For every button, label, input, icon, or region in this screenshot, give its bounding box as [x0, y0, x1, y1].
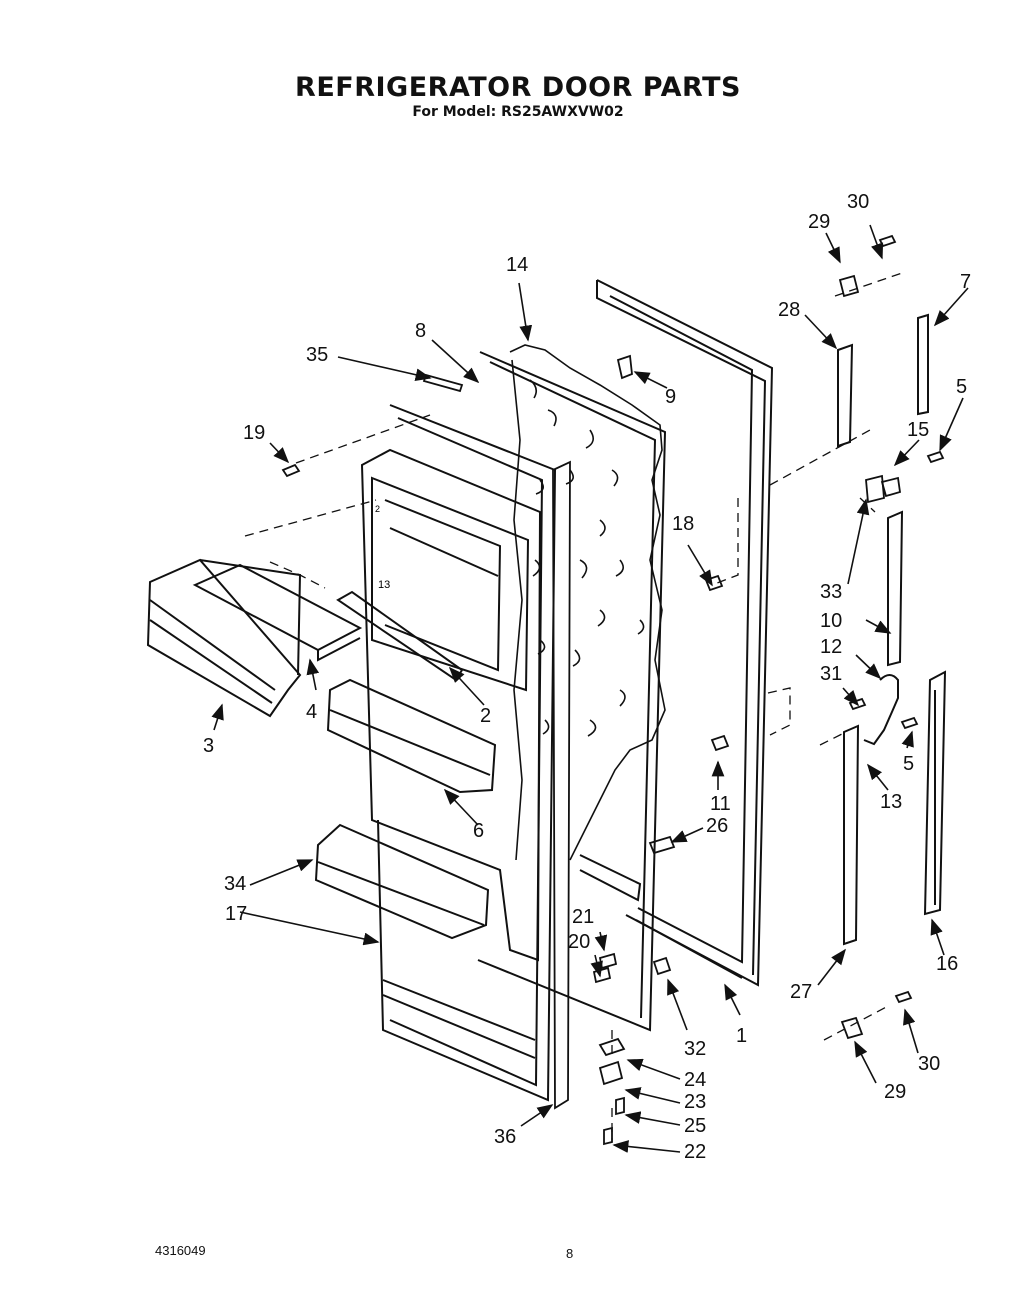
callout-2: 2	[480, 705, 491, 727]
callout-18: 18	[672, 513, 694, 535]
callout-29-lower: 29	[884, 1081, 906, 1103]
callout-27: 27	[790, 981, 812, 1003]
part-6-door-bin	[326, 678, 497, 794]
page-number: 8	[566, 1246, 574, 1261]
callout-9: 9	[665, 386, 676, 408]
part-7-strip	[917, 313, 929, 416]
part-8-door-gasket	[477, 351, 667, 1032]
callout-19: 19	[243, 422, 265, 444]
callout-23: 23	[684, 1091, 706, 1113]
callout-14: 14	[506, 254, 528, 276]
part-28-channel	[837, 343, 854, 448]
part-marks: 2 13	[375, 504, 390, 591]
part-mark-13: 13	[378, 579, 390, 591]
page-title: REFRIGERATOR DOOR PARTS	[295, 72, 741, 103]
part-4-tray	[192, 563, 363, 662]
callout-15: 15	[907, 419, 929, 441]
callout-17: 17	[225, 903, 247, 925]
part-1-outer-door-panel	[579, 279, 774, 987]
callout-5-lower: 5	[903, 753, 914, 775]
part-12-13-hinge	[863, 674, 899, 746]
document-number: 4316049	[155, 1243, 206, 1258]
callout-31: 31	[820, 663, 842, 685]
callout-5-upper: 5	[956, 376, 967, 398]
callout-1: 1	[736, 1025, 747, 1047]
callout-7: 7	[960, 271, 971, 293]
callout-22: 22	[684, 1141, 706, 1163]
part-10-channel	[887, 510, 904, 667]
part-14-foam-insulation	[509, 344, 666, 861]
model-subtitle: For Model: RS25AWXVW02	[412, 104, 624, 120]
callout-6: 6	[473, 820, 484, 842]
part-27-channel	[843, 724, 860, 946]
callout-34: 34	[224, 873, 246, 895]
callout-25: 25	[684, 1115, 706, 1137]
callout-35: 35	[306, 344, 328, 366]
part-17-door-liner	[360, 404, 557, 1102]
part-34-door-bin	[314, 823, 490, 940]
callout-13: 13	[880, 791, 902, 813]
hardware-screws-clips	[281, 234, 945, 1146]
callout-36: 36	[494, 1126, 516, 1148]
callout-33: 33	[820, 581, 842, 603]
callout-26: 26	[706, 815, 728, 837]
callout-20: 20	[568, 931, 590, 953]
callout-21: 21	[572, 906, 594, 928]
callout-3: 3	[203, 735, 214, 757]
leader-lines	[211, 224, 969, 1153]
callout-10: 10	[820, 610, 842, 632]
part-16-handle	[923, 670, 947, 916]
callout-29-upper: 29	[808, 211, 830, 233]
part-mark-2: 2	[375, 504, 380, 514]
callout-12: 12	[820, 636, 842, 658]
part-3-dispenser-cover	[146, 558, 302, 718]
part-2-shelf-rail	[336, 590, 464, 682]
callout-32: 32	[684, 1038, 706, 1060]
callout-30-upper: 30	[847, 191, 869, 213]
callout-labels: 1 2 3 4 5 5 6 7 8 9 10 11 12 13 14 15 16…	[203, 191, 971, 1163]
part-36-trim-strip	[552, 460, 571, 1110]
callout-28: 28	[778, 299, 800, 321]
callout-16: 16	[936, 953, 958, 975]
callout-8: 8	[415, 320, 426, 342]
callout-30-lower: 30	[918, 1053, 940, 1075]
callout-24: 24	[684, 1069, 706, 1091]
callout-11: 11	[710, 793, 731, 815]
callout-4: 4	[306, 701, 317, 723]
